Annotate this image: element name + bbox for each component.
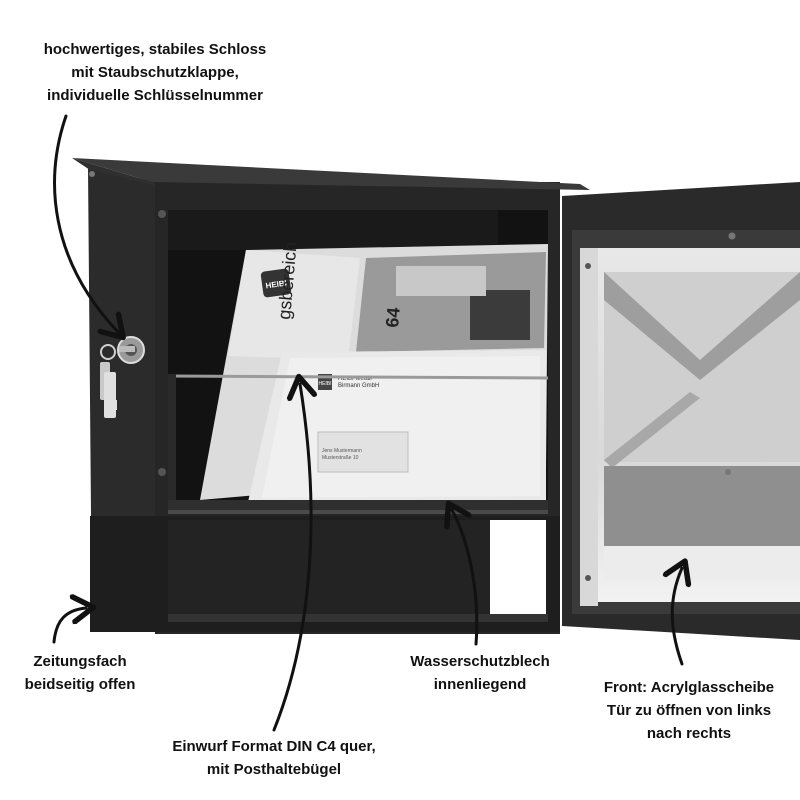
- water-arrow: [452, 510, 479, 646]
- front-annotation-line2: Tür zu öffnen von links: [606, 702, 772, 719]
- water-protection-plate: [168, 500, 548, 514]
- lock-annotation-line1: hochwertiges, stabiles Schloss: [43, 41, 267, 58]
- front-arrow: [672, 568, 682, 666]
- water-annotation-line2: innenliegend: [433, 676, 527, 693]
- lock-annotation-line3: individuelle Schlüsselnummer: [47, 87, 263, 104]
- water-annotation-line1: Wasserschutzblech: [410, 653, 550, 670]
- slot-arrow: [272, 384, 311, 732]
- envelope-logo: HEIBI: [318, 381, 331, 387]
- annotation-arrows: [52, 114, 682, 732]
- slot-annotation-line1: Einwurf Format DIN C4 quer,: [172, 738, 376, 755]
- newspaper-annotation-line1: Zeitungsfach: [33, 653, 127, 670]
- lock-icon: [100, 336, 145, 418]
- newspaper-arrow: [52, 608, 86, 644]
- lock-annotation: hochwertiges, stabiles Schloss mit Staub…: [10, 38, 300, 107]
- post-holder-bar: [169, 374, 549, 380]
- address-line2: Musterstraße 10: [322, 455, 359, 461]
- sender-line2: Birmann GmbH: [338, 383, 379, 389]
- front-annotation-line1: Front: Acrylglasscheibe: [603, 679, 775, 696]
- front-annotation-line3: nach rechts: [646, 725, 732, 742]
- front-annotation: Front: Acrylglasscheibe Tür zu öffnen vo…: [584, 676, 794, 745]
- newspaper-compartment: [90, 516, 560, 632]
- address-line1: Jens Mustermann: [322, 448, 362, 454]
- lock-arrow: [53, 114, 118, 332]
- slot-annotation-line2: mit Posthaltebügel: [206, 761, 342, 778]
- mailbox-door: [562, 182, 800, 640]
- newspaper-annotation-line2: beidseitig offen: [24, 676, 136, 693]
- catalog-number: 64: [382, 307, 404, 329]
- lock-annotation-line2: mit Staubschutzklappe,: [71, 64, 239, 81]
- sender-line1: HEIBI-Metall: [338, 376, 372, 382]
- envelope-mail: HEIBI HEIBI-Metall Birmann GmbH Jens Mus…: [248, 350, 546, 502]
- newspaper-annotation: Zeitungsfach beidseitig offen: [12, 650, 148, 696]
- water-annotation: Wasserschutzblech innenliegend: [380, 650, 580, 696]
- slot-annotation: Einwurf Format DIN C4 quer, mit Posthalt…: [150, 735, 398, 781]
- catalog-logo: HEIBI: [265, 279, 287, 291]
